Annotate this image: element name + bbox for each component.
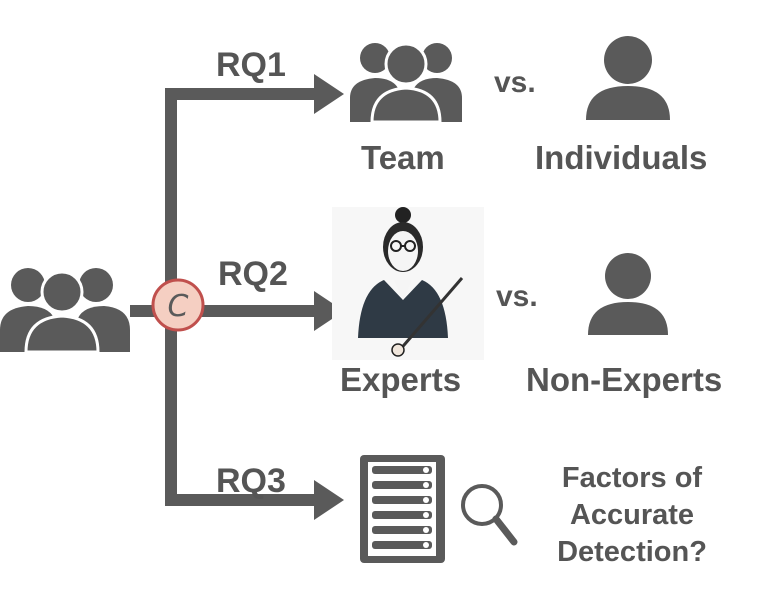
individuals-label: Individuals <box>535 139 708 176</box>
team-icon <box>350 42 462 124</box>
arrow-rq2 <box>314 291 344 331</box>
rq2-vs: vs. <box>496 280 538 313</box>
magnifier-icon <box>461 484 518 546</box>
factors-question: Factors of Accurate Detection? <box>534 460 730 571</box>
expert-icon <box>332 207 484 360</box>
rq1-label: RQ1 <box>216 46 286 84</box>
experts-label: Experts <box>340 361 462 398</box>
individual-icon <box>586 36 670 120</box>
arrow-rq3 <box>314 480 344 520</box>
center-marker-label: C <box>168 289 189 324</box>
factors-line-1: Factors of <box>561 462 703 494</box>
non-experts-label: Non-Experts <box>526 361 723 398</box>
factors-line-3: Detection? <box>557 536 707 568</box>
rq2-label: RQ2 <box>218 255 288 293</box>
center-marker: C <box>151 278 205 332</box>
team-label: Team <box>361 139 445 176</box>
checklist-icon <box>360 455 445 563</box>
group-icon <box>0 268 130 354</box>
factors-line-2: Accurate <box>569 499 695 531</box>
rq1-vs: vs. <box>494 66 536 99</box>
arrow-rq1 <box>314 74 344 114</box>
arrowheads <box>314 74 344 520</box>
non-expert-icon <box>588 253 668 335</box>
rq3-label: RQ3 <box>216 462 286 500</box>
